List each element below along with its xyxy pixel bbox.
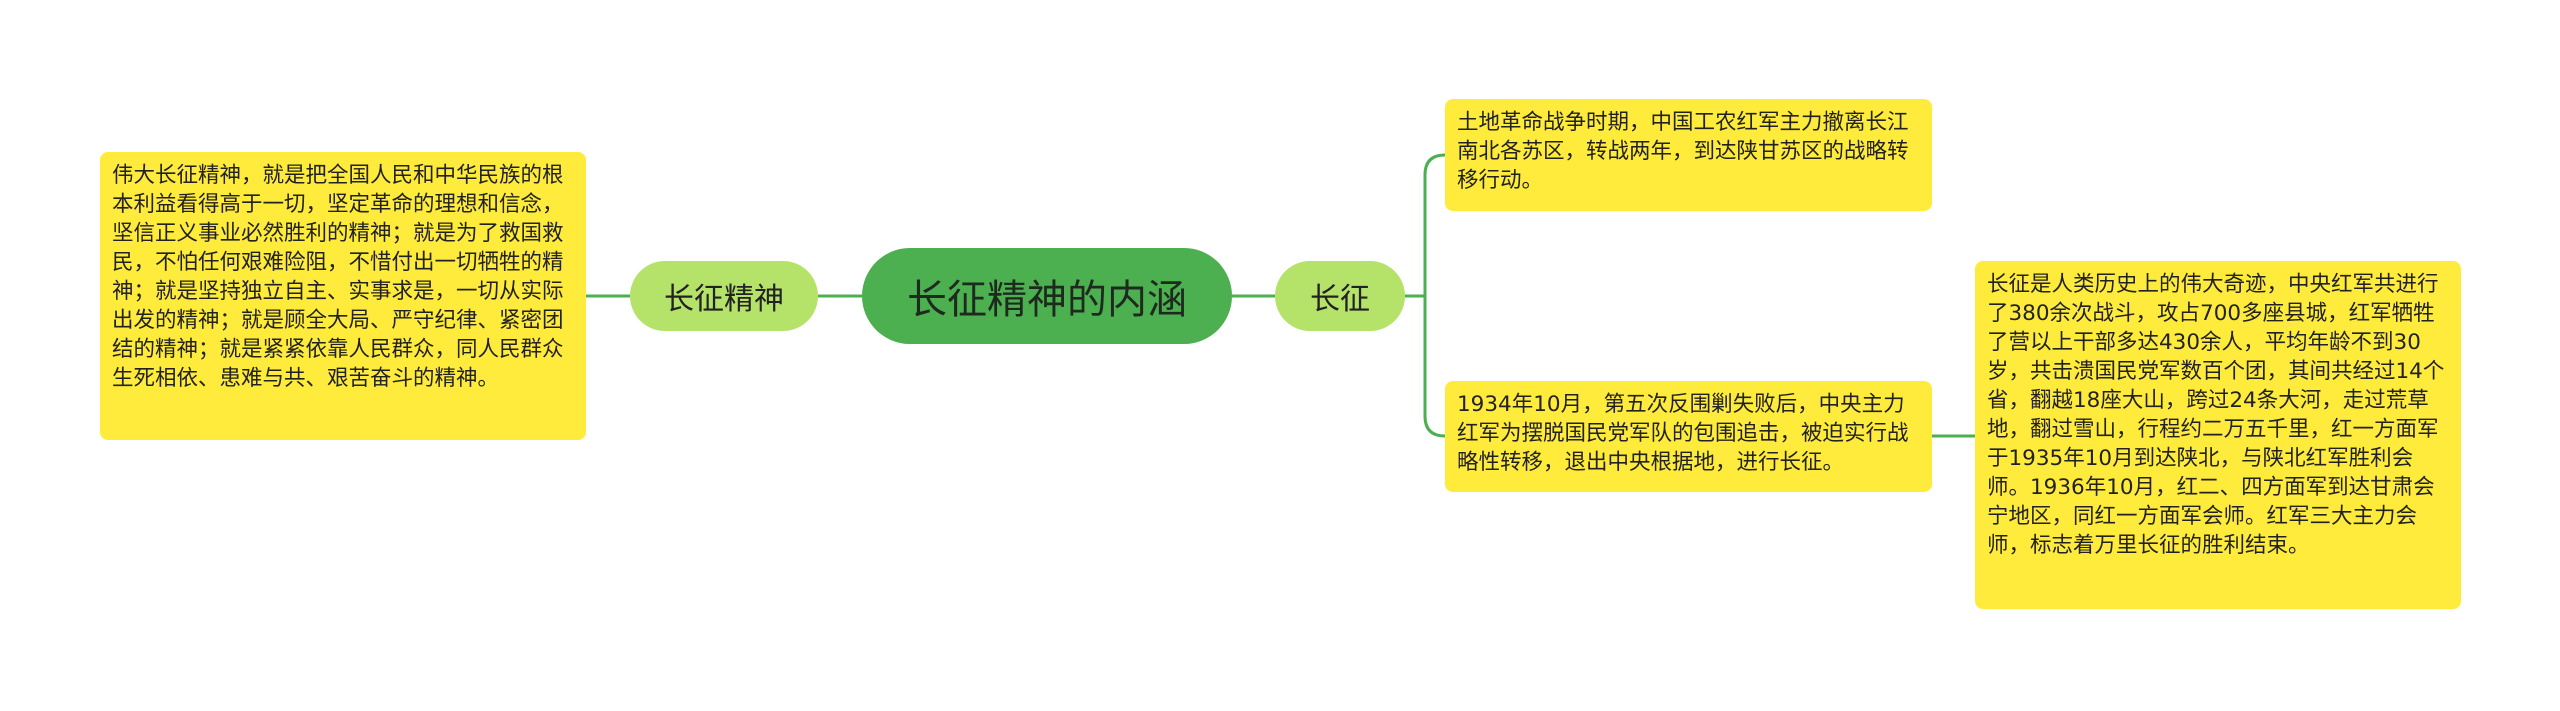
leaf-definition[interactable]: 土地革命战争时期，中国工农红军主力撤离长江南北各苏区，转战两年，到达陕甘苏区的战… [1445, 99, 1932, 211]
branch-changzheng[interactable]: 长征 [1275, 261, 1405, 331]
root-topic-label: 长征精神的内涵 [907, 277, 1187, 323]
branch-label: 长征精神 [664, 282, 784, 317]
branch-label: 长征 [1310, 282, 1370, 317]
edge-right-leaf2 [1423, 296, 1446, 438]
root-topic[interactable]: 长征精神的内涵 [862, 248, 1232, 344]
leaf-spirit-description[interactable]: 伟大长征精神，就是把全国人民和中华民族的根本利益看得高于一切，坚定革命的理想和信… [100, 152, 586, 440]
edge-right-leaf1 [1423, 153, 1446, 296]
branch-changzheng-jingshen[interactable]: 长征精神 [630, 261, 818, 331]
leaf-background[interactable]: 1934年10月，第五次反围剿失败后，中央主力红军为摆脱国民党军队的包围追击，被… [1445, 381, 1932, 492]
leaf-miracle-details[interactable]: 长征是人类历史上的伟大奇迹，中央红军共进行了380余次战斗，攻占700多座县城，… [1975, 261, 2461, 609]
